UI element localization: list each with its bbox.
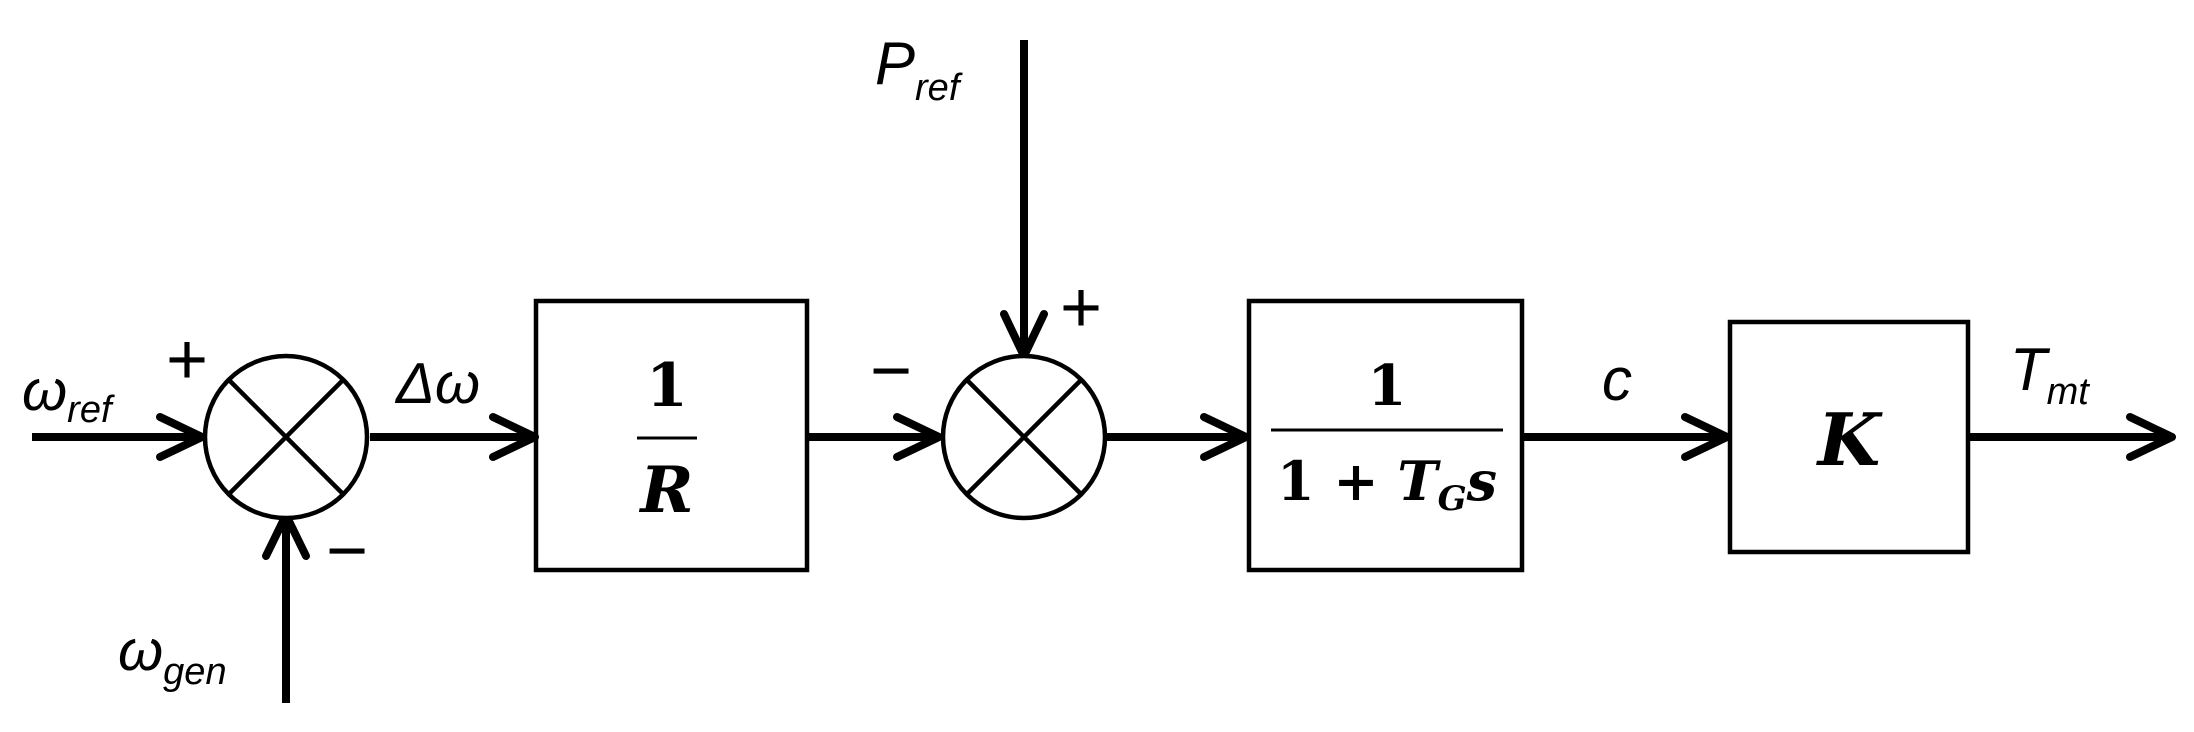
summing-junction-2 xyxy=(940,353,1108,521)
c-arrowhead xyxy=(1681,413,1731,461)
turbine-block xyxy=(1727,319,1971,555)
junction1-minus-sign: − xyxy=(326,511,368,591)
t-mt-arrowhead xyxy=(2126,413,2176,461)
governor-denominator: 1 + TGs xyxy=(1277,449,1497,519)
junction2-plus-sign: + xyxy=(1060,268,1102,348)
p-ref-label: Pref xyxy=(875,30,963,109)
omega-gen-label: ωgen xyxy=(118,618,227,693)
omega-ref-arrowhead xyxy=(156,413,206,461)
c-label: c xyxy=(1602,346,1632,413)
junction1-plus-sign: + xyxy=(166,320,208,400)
junction2-minus-sign: − xyxy=(870,331,912,411)
t-mt-label: Tmt xyxy=(2010,336,2090,413)
delta-omega-label: Δω xyxy=(394,351,480,416)
gain-block xyxy=(533,298,810,573)
governor-numerator: 1 xyxy=(1368,353,1407,419)
governor-block xyxy=(1246,298,1525,573)
gain-output-arrowhead xyxy=(893,413,943,461)
gain-numerator: 1 xyxy=(646,351,688,421)
junction2-output-arrowhead xyxy=(1200,413,1250,461)
summing-junction-1 xyxy=(202,353,370,521)
gain-denominator: R xyxy=(638,453,693,528)
omega-ref-label: ωref xyxy=(22,358,115,431)
turbine-label: K xyxy=(1816,397,1883,482)
